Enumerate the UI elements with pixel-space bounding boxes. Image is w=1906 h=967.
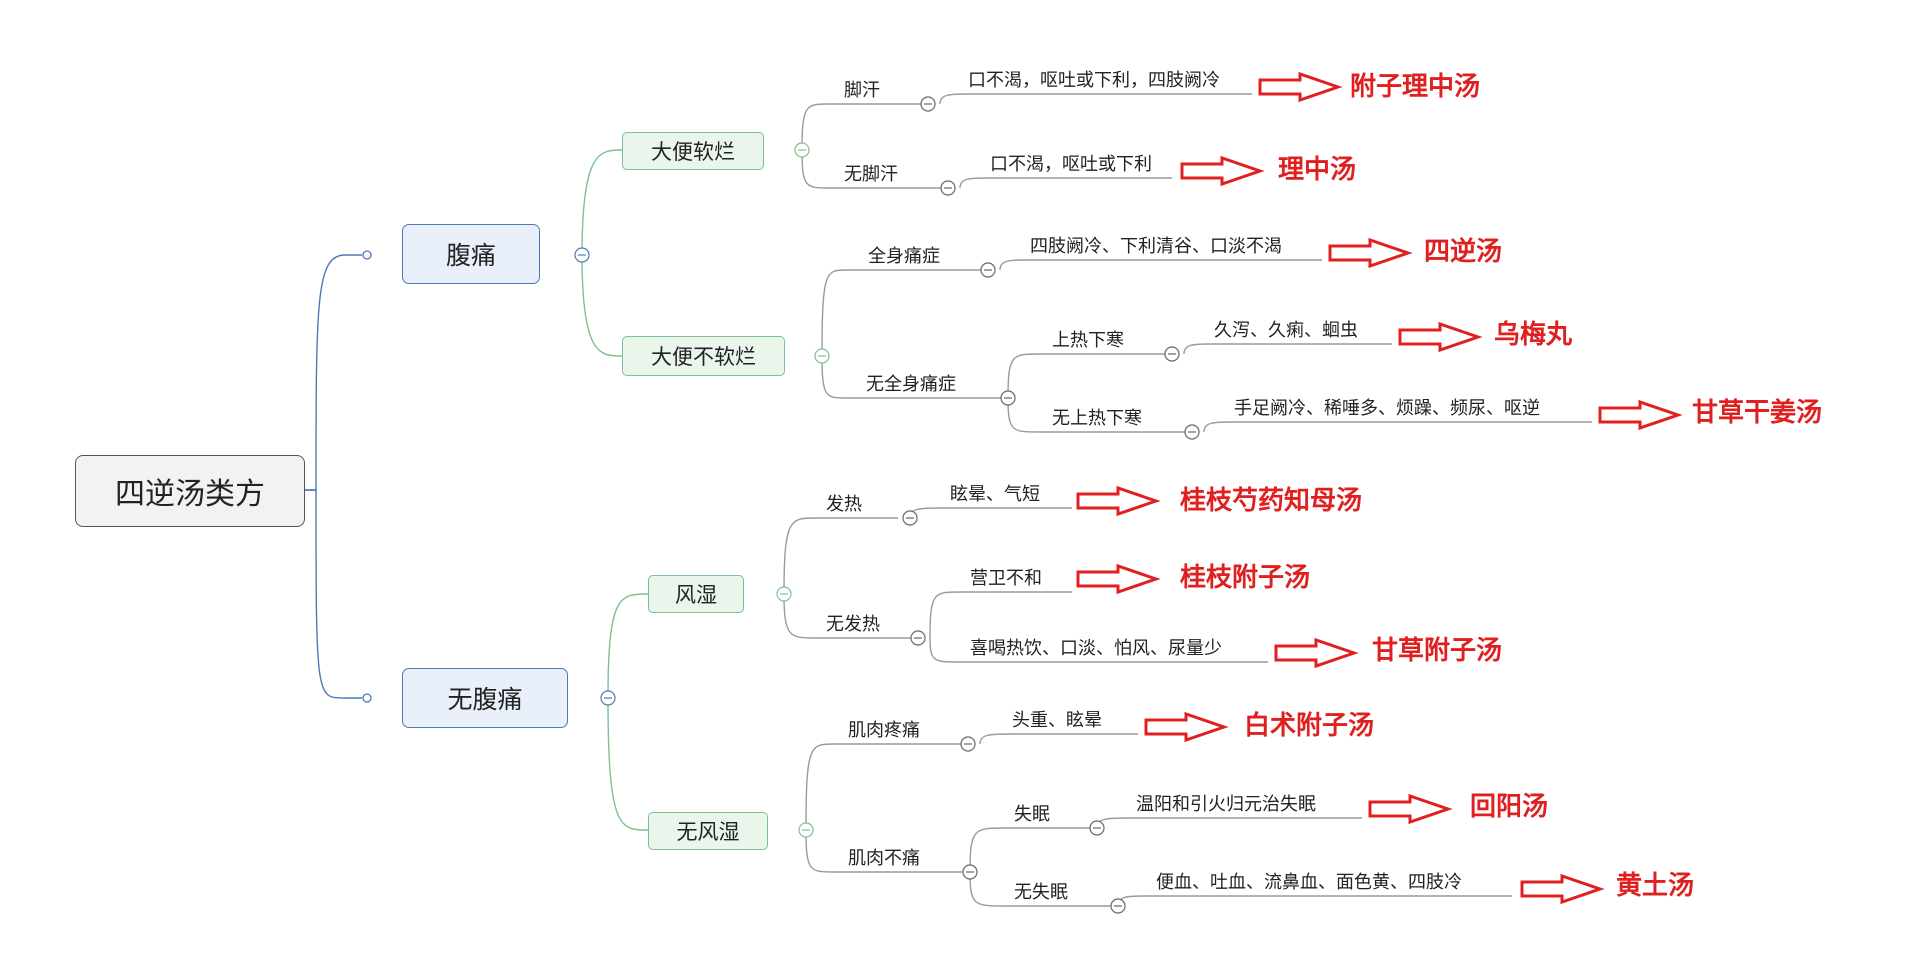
collapse-button[interactable]	[902, 510, 918, 526]
prescription-label: 四逆汤	[1424, 237, 1503, 267]
branch-abdominal-pain[interactable]: 腹痛	[402, 224, 540, 284]
collapse-button[interactable]	[960, 736, 976, 752]
condition-label: 无脚汗	[844, 164, 898, 185]
condition-label: 肌肉不痛	[848, 848, 920, 869]
connector-b2-b2_2	[607, 697, 649, 831]
arrow-icon	[1180, 155, 1265, 187]
prescription-label: 回阳汤	[1470, 792, 1549, 822]
node-soft-stool[interactable]: 大便软烂	[622, 132, 764, 170]
condition-label: 上热下寒	[1052, 330, 1124, 351]
prescription-label: 乌梅丸	[1494, 320, 1573, 350]
prescription-label: 附子理中汤	[1350, 72, 1481, 102]
arrow-icon	[1076, 485, 1161, 517]
prescription-label: 白术附子汤	[1244, 711, 1375, 741]
prescription-label: 黄土汤	[1616, 871, 1695, 901]
arrow-icon	[1368, 793, 1453, 825]
condition-label: 失眠	[1014, 804, 1050, 825]
collapse-button[interactable]	[940, 180, 956, 196]
arrow-icon	[1328, 237, 1413, 269]
collapse-button[interactable]	[1110, 898, 1126, 914]
prescription-label: 桂枝附子汤	[1180, 563, 1311, 593]
collapse-button[interactable]	[962, 864, 978, 880]
symptom-label: 口不渴，呕吐或下利	[990, 154, 1152, 175]
prescription-label: 桂枝芍药知母汤	[1180, 486, 1363, 516]
node-wind-damp[interactable]: 风湿	[648, 575, 744, 613]
node-no-wind-damp[interactable]: 无风湿	[648, 812, 768, 850]
arrow-icon	[1398, 321, 1483, 353]
collapse-button[interactable]	[1089, 820, 1105, 836]
collapse-button[interactable]	[794, 142, 810, 158]
collapse-button[interactable]	[1184, 424, 1200, 440]
symptom-label: 营卫不和	[970, 568, 1042, 589]
collapse-dot-b1[interactable]	[362, 250, 372, 260]
arrow-icon	[1076, 563, 1161, 595]
collapse-button[interactable]	[798, 822, 814, 838]
symptom-label: 久泻、久痢、蛔虫	[1214, 320, 1358, 341]
arrow-icon	[1144, 711, 1229, 743]
collapse-button[interactable]	[776, 586, 792, 602]
condition-label: 无发热	[826, 614, 880, 635]
collapse-button[interactable]	[920, 96, 936, 112]
collapse-button[interactable]	[910, 630, 926, 646]
prescription-label: 甘草干姜汤	[1692, 398, 1823, 428]
condition-label: 无上热下寒	[1052, 408, 1142, 429]
collapse-button[interactable]	[1000, 390, 1016, 406]
prescription-label: 理中汤	[1278, 155, 1357, 185]
symptom-label: 四肢阙冷、下利清谷、口淡不渴	[1030, 236, 1282, 257]
symptom-label: 手足阙冷、稀唾多、烦躁、频尿、呕逆	[1234, 398, 1540, 419]
connector-b2-b2_1	[607, 593, 649, 699]
condition-label: 全身痛症	[868, 246, 940, 267]
symptom-label: 头重、眩晕	[1012, 710, 1102, 731]
root-node[interactable]: 四逆汤类方	[75, 455, 305, 527]
connector-b1-b1_1	[581, 149, 623, 256]
arrow-icon	[1598, 399, 1683, 431]
symptom-label: 便血、吐血、流鼻血、面色黄、四肢冷	[1156, 872, 1462, 893]
symptom-label: 口不渴，呕吐或下利，四肢阙冷	[968, 70, 1220, 91]
arrow-icon	[1274, 637, 1359, 669]
arrow-icon	[1520, 873, 1605, 905]
symptom-label: 温阳和引火归元治失眠	[1136, 794, 1316, 815]
branch-no-abdominal-pain[interactable]: 无腹痛	[402, 668, 568, 728]
condition-label: 肌肉疼痛	[848, 720, 920, 741]
condition-label: 脚汗	[844, 80, 880, 101]
condition-label: 发热	[826, 494, 862, 515]
connector-root-b2	[305, 489, 362, 699]
collapse-button[interactable]	[1164, 346, 1180, 362]
condition-label: 无失眠	[1014, 882, 1068, 903]
node-not-soft-stool[interactable]: 大便不软烂	[622, 336, 785, 376]
arrow-icon	[1258, 71, 1343, 103]
symptom-label: 喜喝热饮、口淡、怕风、尿量少	[970, 638, 1222, 659]
symptom-label: 眩晕、气短	[950, 484, 1040, 505]
collapse-button[interactable]	[574, 247, 590, 263]
condition-label: 无全身痛症	[866, 374, 956, 395]
prescription-label: 甘草附子汤	[1372, 636, 1503, 666]
connector-root-b1	[305, 254, 362, 491]
collapse-button[interactable]	[600, 690, 616, 706]
collapse-button[interactable]	[980, 262, 996, 278]
connector-b1-b1_2	[581, 254, 623, 357]
collapse-button[interactable]	[814, 348, 830, 364]
collapse-dot-b2[interactable]	[362, 693, 372, 703]
